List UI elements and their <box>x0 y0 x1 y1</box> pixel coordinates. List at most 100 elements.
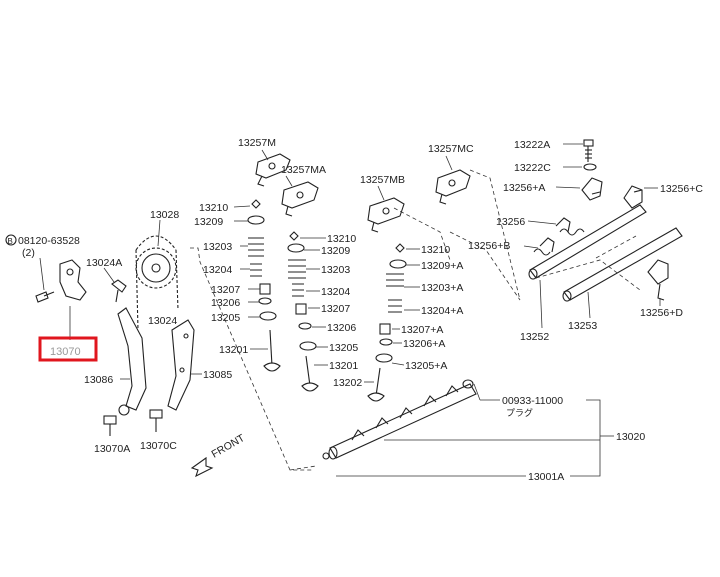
chain-guide-13085 <box>167 319 195 411</box>
label-13203-left: 13203 <box>203 241 232 253</box>
label-13024: 13024 <box>148 315 177 327</box>
bolt-13070a <box>103 404 130 436</box>
shaft-spring-13256b <box>533 237 555 256</box>
valve-collet-13209-left <box>247 215 265 225</box>
valve-retainer-13210-mid <box>289 231 299 241</box>
label-13222a: 13222A <box>514 139 550 151</box>
label-13256: 13256 <box>496 216 525 228</box>
label-13257mc: 13257MC <box>428 143 474 155</box>
label-13206-mid: 13206 <box>327 322 356 334</box>
label-13256a: 13256+A <box>503 182 545 194</box>
highlight-13070: 13070 <box>38 336 98 362</box>
label-13210-left: 13210 <box>199 202 228 214</box>
label-13222c: 13222C <box>514 162 551 174</box>
label-13001a: 13001A <box>528 471 564 483</box>
bolt-08120-63528: B <box>5 234 55 303</box>
label-13257ma: 13257MA <box>281 164 326 176</box>
label-13207-left: 13207 <box>211 284 240 296</box>
label-13205-left: 13205 <box>211 312 240 324</box>
rocker-arm-13257ma <box>281 181 319 217</box>
label-13070a: 13070A <box>94 443 130 455</box>
rocker-arm-13257mb <box>367 197 405 233</box>
label-13209-left: 13209 <box>194 216 223 228</box>
label-13210-mid: 13210 <box>327 233 356 245</box>
valve-spring-13204a <box>388 299 402 313</box>
plug-00933-11000 <box>462 379 474 389</box>
label-13085: 13085 <box>203 369 232 381</box>
label-13203a: 13203+A <box>421 282 463 294</box>
front-arrow-icon <box>190 456 214 478</box>
valve-13201-left <box>263 329 281 372</box>
label-13020: 13020 <box>616 431 645 443</box>
spring-seat-13205-left <box>259 311 277 321</box>
spring-seat-13207-left <box>259 283 271 295</box>
label-13204-mid: 13204 <box>321 286 350 298</box>
spring-seat-13207a <box>379 323 391 335</box>
chain-guide-13086 <box>117 307 147 411</box>
label-08120-63528: 08120-63528 <box>18 235 80 247</box>
label-08120-prefix: B <box>8 237 13 246</box>
rocker-shaft-13253 <box>562 227 683 302</box>
label-plug: プラグ <box>506 407 533 418</box>
label-13252: 13252 <box>520 331 549 343</box>
label-13070c: 13070C <box>140 440 177 452</box>
valve-seal-13206-left <box>258 297 272 305</box>
label-13257mb: 13257MB <box>360 174 405 186</box>
label-13209a: 13209+A <box>421 260 463 272</box>
label-13202: 13202 <box>333 377 362 389</box>
valve-13202 <box>367 367 385 402</box>
valve-retainer-13210-left <box>251 199 261 209</box>
label-13024a: 13024A <box>86 257 122 269</box>
valve-spring-13203-left <box>248 237 264 257</box>
label-13207-mid: 13207 <box>321 303 350 315</box>
label-13207a: 13207+A <box>401 324 443 336</box>
camshaft-13001a <box>322 383 477 460</box>
label-front: FRONT <box>210 432 248 461</box>
shaft-spring-13256c <box>623 185 643 209</box>
bolt-13024a <box>111 279 127 303</box>
valve-spring-13204-mid <box>292 283 304 297</box>
valve-retainer-13210-right <box>395 243 405 253</box>
label-00933-11000: 00933-11000 <box>502 395 563 407</box>
label-13201-left: 13201 <box>219 344 248 356</box>
label-13210-right: 13210 <box>421 244 450 256</box>
bolt-13070c <box>149 409 163 432</box>
label-13256c: 13256+C <box>660 183 703 195</box>
valve-spring-13203a <box>386 273 404 287</box>
label-13253: 13253 <box>568 320 597 332</box>
label-13209-mid: 13209 <box>321 245 350 257</box>
label-13257m: 13257M <box>238 137 276 149</box>
spring-seat-13205a <box>375 353 393 363</box>
label-13205-mid: 13205 <box>329 342 358 354</box>
valve-collet-13209-mid <box>287 243 305 253</box>
valve-spring-13204-left <box>250 263 262 277</box>
sprocket-13024 <box>135 247 177 289</box>
shaft-spring-13256 <box>555 217 585 236</box>
rocker-shaft-13252 <box>528 204 647 280</box>
label-13203-mid: 13203 <box>321 264 350 276</box>
label-13086: 13086 <box>84 374 113 386</box>
shaft-spring-13256a <box>581 177 603 201</box>
chain-tensioner-13070 <box>59 259 87 301</box>
label-13256b: 13256+B <box>468 240 510 252</box>
spring-seat-13205-mid <box>299 341 317 351</box>
label-13256d: 13256+D <box>640 307 683 319</box>
shaft-spring-13256d <box>647 259 669 301</box>
timing-chain-13028 <box>135 235 179 331</box>
rocker-arm-13257m <box>255 153 291 187</box>
label-13204-left: 13204 <box>203 264 232 276</box>
valve-seal-13206a <box>379 338 393 346</box>
label-13206-left: 13206 <box>211 297 240 309</box>
valve-spring-13203-mid <box>288 259 306 279</box>
valve-collet-13209a <box>389 259 407 269</box>
label-13201-mid: 13201 <box>329 360 358 372</box>
label-13028: 13028 <box>150 209 179 221</box>
label-13204a: 13204+A <box>421 305 463 317</box>
rocker-arm-13257mc <box>435 169 471 205</box>
bolt-13222a <box>583 139 594 162</box>
valve-seal-13206-mid <box>298 322 312 330</box>
label-13205a: 13205+A <box>405 360 447 372</box>
label-13206a: 13206+A <box>403 338 445 350</box>
valve-13201-mid <box>301 355 319 392</box>
